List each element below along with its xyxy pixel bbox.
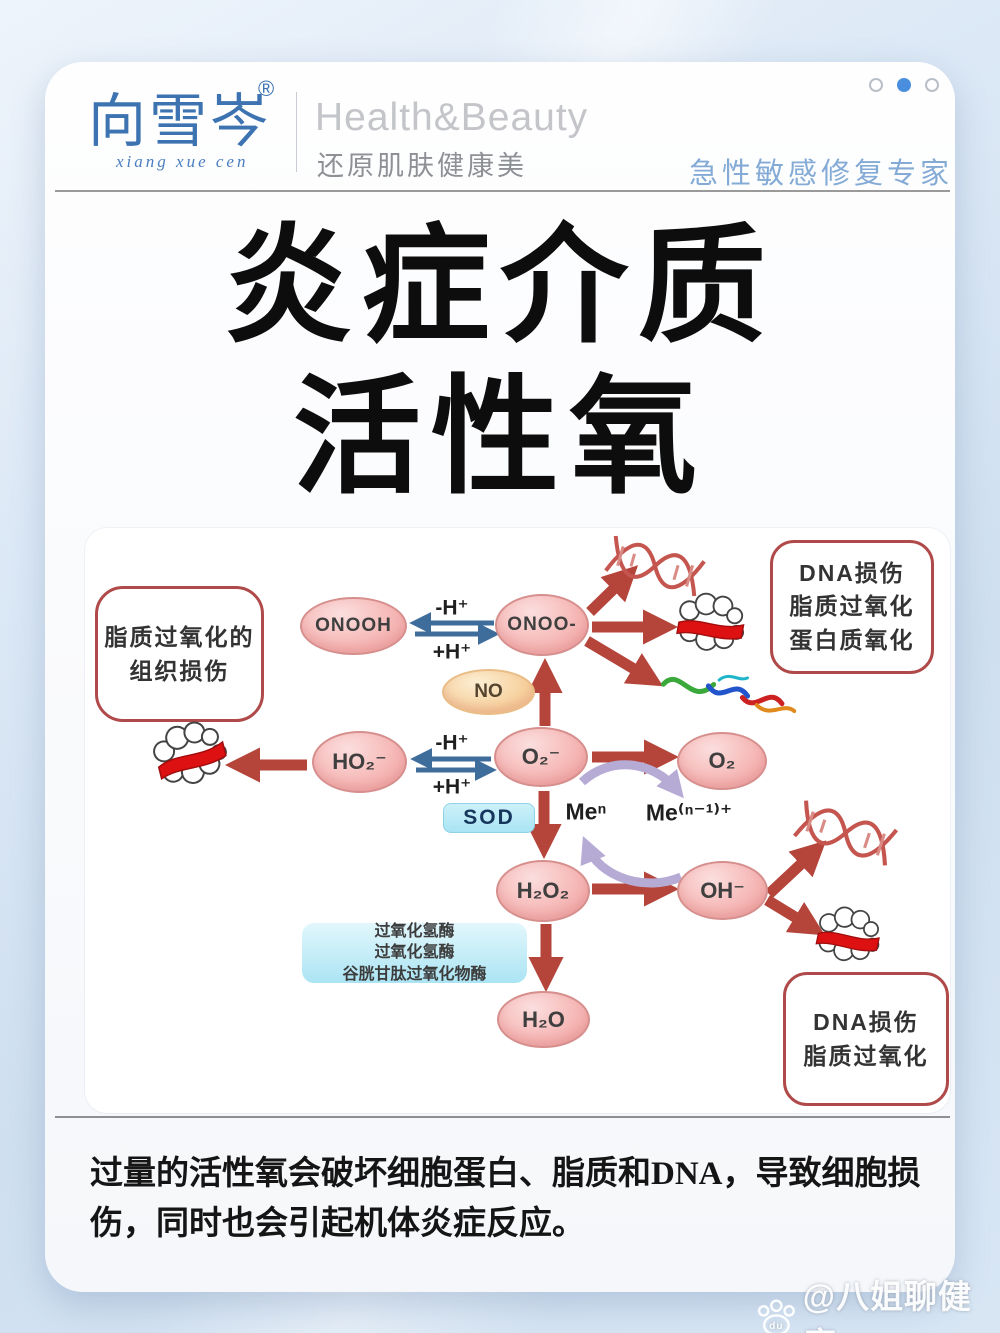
onoo-damage-box: DNA损伤 脂质过氧化 蛋白质氧化 — [770, 540, 934, 674]
damaged-protein-icon — [153, 721, 227, 785]
node-no: NO — [442, 669, 535, 715]
watermark: du @八姐聊健康 — [756, 1270, 1000, 1333]
node-o2: O₂ — [677, 732, 767, 790]
baidu-paw-icon: du — [757, 1299, 795, 1333]
node-h2o2: H₂O₂ — [496, 860, 590, 922]
sod-enzyme-box: SOD — [443, 803, 535, 833]
lipid-peroxidation-tissue-damage-box: 脂质过氧化的 组织损伤 — [95, 586, 264, 722]
brand-pinyin: xiang xue cen — [116, 152, 249, 171]
box-line: DNA损伤 — [799, 559, 905, 586]
dna-icon — [604, 535, 706, 597]
red-arrows — [224, 565, 827, 993]
node-superoxide: O₂⁻ — [494, 727, 588, 787]
minus-h-label: -H⁺ — [435, 596, 469, 620]
box-line: 组织损伤 — [129, 658, 230, 684]
box-line: 蛋白质氧化 — [789, 626, 915, 653]
registered-mark: ® — [258, 76, 275, 101]
ros-pathway-diagram: 脂质过氧化的 组织损伤 DNA损伤 脂质过氧化 蛋白质氧化 DNA损伤 脂质过氧… — [85, 528, 950, 1113]
metal-n1-label: Me⁽ⁿ⁻¹⁾⁺ — [645, 799, 733, 826]
watermark-handle: @八姐聊健康 — [802, 1278, 972, 1333]
oxidized-protein-ribbon-icon — [660, 675, 797, 714]
box-line: 脂质过氧化 — [803, 1043, 929, 1069]
box-line: 过氧化氢酶 — [374, 922, 455, 940]
box-line: 脂质过氧化 — [789, 593, 915, 620]
dna-icon — [792, 800, 899, 866]
box-line: 过氧化氢酶 — [374, 944, 455, 962]
summary-text: 过量的活性氧会破坏细胞蛋白、脂质和DNA，导致细胞损伤，同时也会引起机体炎症反应… — [90, 1156, 921, 1242]
node-h2o: H₂O — [497, 991, 590, 1048]
carousel-dot[interactable] — [869, 78, 883, 92]
title-line-1: 炎症介质 — [223, 216, 776, 358]
brand-tagline: 急性敏感修复专家 — [688, 158, 953, 190]
metal-n-label: Meⁿ — [565, 798, 607, 825]
box-line: 脂质过氧化的 — [104, 623, 255, 650]
node-onoo: ONOO- — [495, 594, 589, 656]
header-vertical-divider — [296, 92, 297, 172]
brand-slogan-cn: 还原肌肤健康美 — [317, 151, 527, 181]
brand-slogan-en: Health&Beauty — [315, 96, 589, 139]
footer-divider — [55, 1116, 950, 1118]
oh-damage-box: DNA损伤 脂质过氧化 — [783, 972, 949, 1106]
node-onooh: ONOOH — [300, 597, 407, 655]
plus-h-label: +H⁺ — [432, 640, 472, 664]
plus-h-label: +H⁺ — [432, 775, 472, 799]
node-ho2: HO₂⁻ — [312, 731, 407, 793]
damaged-protein-icon — [815, 906, 880, 962]
header-divider — [55, 190, 950, 192]
reaction-arrows — [224, 565, 827, 993]
brand-logo-text: 向雪岑 — [88, 89, 272, 154]
box-line: DNA损伤 — [813, 1008, 919, 1035]
carousel-dots — [869, 78, 939, 92]
carousel-dot[interactable] — [925, 78, 939, 92]
box-line: 谷胱甘肽过氧化物酶 — [342, 965, 487, 983]
peroxidase-enzymes-box: 过氧化氢酶 过氧化氢酶 谷胱甘肽过氧化物酶 — [302, 923, 527, 983]
title-line-2: 活性氧 — [292, 367, 707, 510]
damaged-protein-icon — [676, 592, 745, 651]
equilibrium-arrows — [409, 611, 500, 782]
carousel-dot[interactable] — [897, 78, 911, 92]
node-hydroxyl: OH⁻ — [677, 861, 768, 920]
page-title: 炎症介质 活性氧 — [0, 212, 1000, 514]
svg-text:du: du — [769, 1321, 783, 1332]
metal-cycle-arrows — [578, 760, 684, 888]
minus-h-label: -H⁺ — [435, 731, 469, 755]
